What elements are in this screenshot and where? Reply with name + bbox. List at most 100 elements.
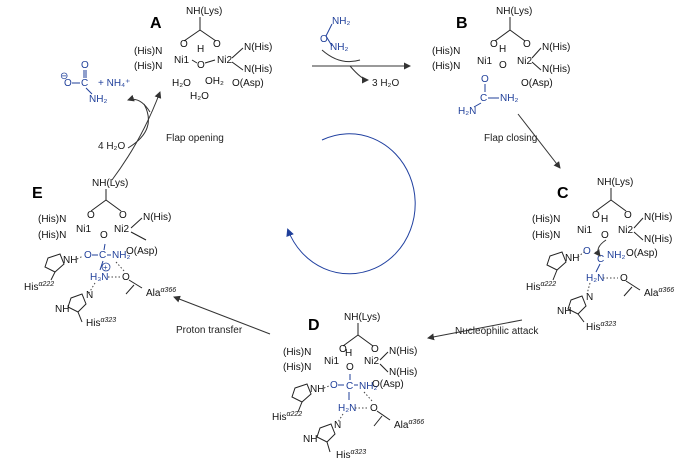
d-his323: Hisα323 [336,449,366,461]
e-his323-n: N [86,290,93,301]
stage-d-label: D [308,317,320,334]
e-his323-nh: NH [55,304,69,315]
step-proton-transfer: Proton transfer [176,325,243,336]
b-o-right: O [523,39,531,50]
a-his2: (His)N [134,61,162,72]
c-ni2: Ni2 [618,225,633,236]
e-his1: (His)N [38,214,66,225]
carbamate-ammonium: + NH₄⁺ [98,78,130,89]
stage-c-label: C [557,185,569,202]
a-ni1: Ni1 [174,55,189,66]
d-hn: H₂N [338,403,356,414]
stage-c: C NH(Lys) O O (His)N (His)N Ni1 Ni2 H O … [526,177,674,333]
b-his2: (His)N [432,61,460,72]
carbamate-c: C [81,78,88,89]
d-o-left: O [339,344,347,355]
e-ni2: Ni2 [114,224,129,235]
c-o-right: O [624,210,632,221]
step-flap-closing: Flap closing [484,133,537,144]
urea-nh2-bottom: NH₂ [330,42,348,53]
c-his323-n: N [586,292,593,303]
e-o-right: O [119,210,127,221]
d-nhis-a: N(His) [389,346,417,357]
e-his222: Hisα222 [24,281,54,293]
carbamate-o-minus: O [64,78,72,89]
d-c: C [346,381,353,392]
d-his323-nh: NH [303,434,317,445]
d-his323-n: N [334,420,341,431]
e-asp: O(Asp) [126,246,158,257]
d-ala: Alaα366 [394,419,424,431]
carbamate-product: ⊖ O C O NH₂ + NH₄⁺ [60,60,130,105]
d-ni2: Ni2 [364,356,379,367]
e-ala: Alaα366 [146,287,176,299]
e-his2: (His)N [38,230,66,241]
a-ni2: Ni2 [217,55,232,66]
c-nh-lys: NH(Lys) [597,177,633,188]
e-plus: + [103,263,108,272]
a-water2: OH₂ [205,76,224,87]
carbamate-o: O [81,60,89,71]
d-nhis-b: N(His) [389,367,417,378]
d-nh-lys: NH(Lys) [344,312,380,323]
b-ni2: Ni2 [517,56,532,67]
stage-d: D NH(Lys) O O (His)N (His)N Ni1 Ni2 H O … [272,312,424,461]
step-water-out: 3 H₂O [372,78,399,89]
c-nh2: NH₂ [607,250,625,261]
step-nucleophilic-attack: Nucleophilic attack [455,326,539,337]
b-asp: O(Asp) [521,78,553,89]
arrow-c-to-d [427,319,523,341]
b-urea-n1: H₂N [458,106,476,117]
a-his1: (His)N [134,46,162,57]
d-ni1: Ni1 [324,356,339,367]
d-asp: O(Asp) [372,379,404,390]
b-his1: (His)N [432,46,460,57]
e-nh2: NH₂ [112,250,130,261]
c-his222-nh: NH [565,253,579,264]
b-nhis-b: N(His) [542,64,570,75]
step-water-in: 4 H₂O [98,141,125,152]
d-o-right: O [371,344,379,355]
d-his2: (His)N [283,362,311,373]
e-o-bridge: O [100,230,108,241]
a-asp: O(Asp) [232,78,264,89]
b-h: H [499,44,506,55]
b-urea-o: O [481,74,489,85]
arrow-b-to-c [517,113,561,169]
d-his222: Hisα222 [272,411,302,423]
a-h: H [197,44,204,55]
e-nhis-a: N(His) [143,212,171,223]
b-o-left: O [490,39,498,50]
c-asp: O(Asp) [626,248,658,259]
e-o2: O [122,272,130,283]
b-urea-c: C [480,93,487,104]
c-o-bridge: O [601,230,609,241]
b-ni1: Ni1 [477,56,492,67]
d-his1: (His)N [283,347,311,358]
e-ni1: Ni1 [76,224,91,235]
stage-b-label: B [456,15,468,32]
c-o-left: O [592,210,600,221]
a-water1: H₂O [172,78,191,89]
c-nhis-a: N(His) [644,212,672,223]
c-hn: H₂N [586,273,604,284]
urea-molecule: NH₂ O NH₂ [320,16,350,53]
e-o-sub: O [84,250,92,261]
a-free-water: H₂O [190,91,209,102]
b-urea-n2: NH₂ [500,93,518,104]
d-h: H [345,348,352,359]
a-o-left: O [180,39,188,50]
e-nh-lys: NH(Lys) [92,178,128,189]
c-his323: Hisα323 [586,321,616,333]
c-nhis-b: N(His) [644,234,672,245]
c-ni1: Ni1 [577,225,592,236]
c-h: H [601,214,608,225]
c-ala: Alaα366 [644,287,674,299]
e-his222-nh: NH [63,255,77,266]
d-o2: O [370,403,378,414]
step-flap-opening: Flap opening [166,133,224,144]
urea-o: O [320,34,328,45]
stage-b: B NH(Lys) O O (His)N (His)N Ni1 Ni2 H O … [432,6,570,117]
d-his222-nh: NH [310,384,324,395]
